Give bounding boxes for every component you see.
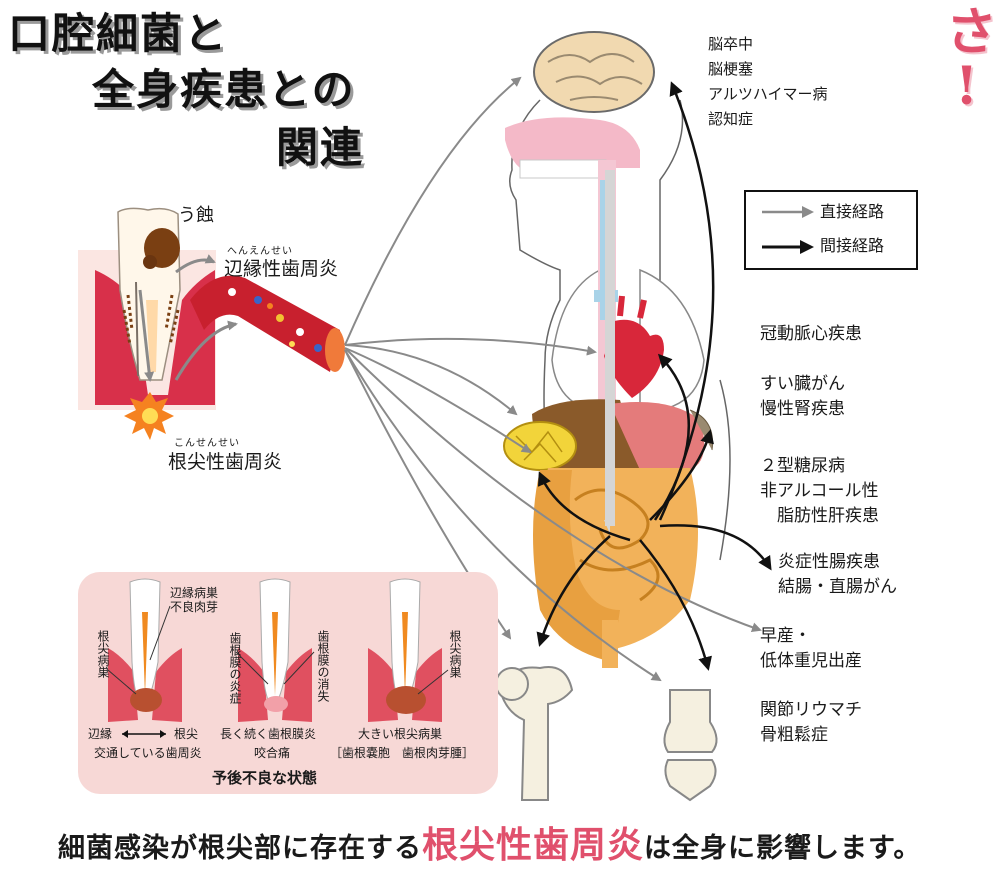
bottom-text-after: は全身に影響します。	[644, 833, 922, 864]
bottom-statement: 細菌感染が根尖部に存在する根尖性歯周炎は全身に影響します。	[58, 816, 921, 868]
inset-apical-lesion-3: 根尖病巣	[448, 630, 462, 678]
indirect-paths	[536, 81, 772, 671]
preterm-birth-label: 早産・ 低体重児出産	[760, 626, 862, 671]
femur-bone	[495, 666, 574, 801]
marginal-ruby: へんえんせい	[227, 246, 293, 257]
intestines	[533, 468, 698, 668]
bowel-disease-label: 炎症性腸疾患 結腸・直腸がん	[778, 552, 897, 597]
side-title: 無症状の根尖病巣のおそろしさ!	[936, 4, 1000, 680]
caries-label: う蝕	[178, 205, 214, 226]
blood-vessel	[174, 254, 345, 381]
inset-caption-marginal: 辺縁	[88, 727, 113, 741]
inset-poor-granulation: 不良肉芽	[170, 600, 219, 614]
tooth-cross-section	[78, 207, 216, 440]
brain	[533, 31, 655, 113]
bottom-text-before: 細菌感染が根尖部に存在する	[58, 833, 422, 864]
inset-footer: 予後不良な状態	[212, 769, 318, 787]
joint-bone-label: 関節リウマチ 骨粗鬆症	[760, 700, 862, 745]
inset-marginal-lesion: 辺縁病巣	[170, 586, 219, 600]
title-line-1: 口腔細菌と	[8, 9, 229, 58]
legend-direct-label: 直接経路	[820, 202, 885, 221]
inset-caption-large: 大きい根尖病巣	[358, 727, 443, 741]
inset-apical-lesion-1: 根尖病巣	[96, 630, 110, 678]
inset-caption-cyst: ［歯根嚢胞 歯根肉芽腫］	[330, 746, 475, 760]
inset-teeth	[107, 578, 449, 738]
heart-disease-label: 冠動脈心疾患	[760, 324, 862, 344]
apical-ruby: こんせんせい	[174, 438, 240, 449]
knee-bone	[663, 689, 718, 802]
brain-diseases-label: 脳卒中 脳梗塞 アルツハイマー病 認知症	[708, 35, 828, 128]
title-line-3: 関連	[276, 123, 365, 172]
title-line-2: 全身疾患との	[92, 65, 356, 114]
pancreas	[503, 421, 577, 471]
indirect-arrow-icon	[762, 240, 814, 254]
inset-pdl-inflammation: 歯根膜の炎症	[228, 632, 242, 704]
apical-periodontitis-label: 根尖性歯周炎	[168, 451, 283, 473]
inset-caption-bite-pain: 咬合痛	[254, 746, 291, 760]
bottom-emphasis: 根尖性歯周炎	[422, 824, 645, 866]
inset-pdl-loss: 歯根膜の消失	[316, 630, 330, 702]
inset-caption-chronic: 長く続く歯根膜炎	[220, 727, 317, 741]
legend-box: 直接経路 間接経路	[744, 190, 918, 270]
diabetes-liver-label: ２型糖尿病 非アルコール性 脂肪性肝疾患	[760, 456, 879, 526]
lungs	[551, 268, 705, 411]
legend-indirect-label: 間接経路	[820, 236, 885, 255]
inset-caption-apical: 根尖	[174, 727, 199, 741]
heart	[604, 295, 664, 398]
prognosis-inset: 辺縁病巣 不良肉芽 根尖病巣 辺縁 根尖 交通している歯周炎 歯根膜の炎症 歯根…	[78, 572, 498, 794]
marginal-periodontitis-label: 辺縁性歯周炎	[224, 258, 339, 280]
direct-arrow-icon	[762, 206, 814, 218]
inset-caption-connected: 交通している歯周炎	[94, 746, 202, 760]
pancreas-kidney-label: すい臓がん 慢性腎疾患	[760, 374, 845, 419]
